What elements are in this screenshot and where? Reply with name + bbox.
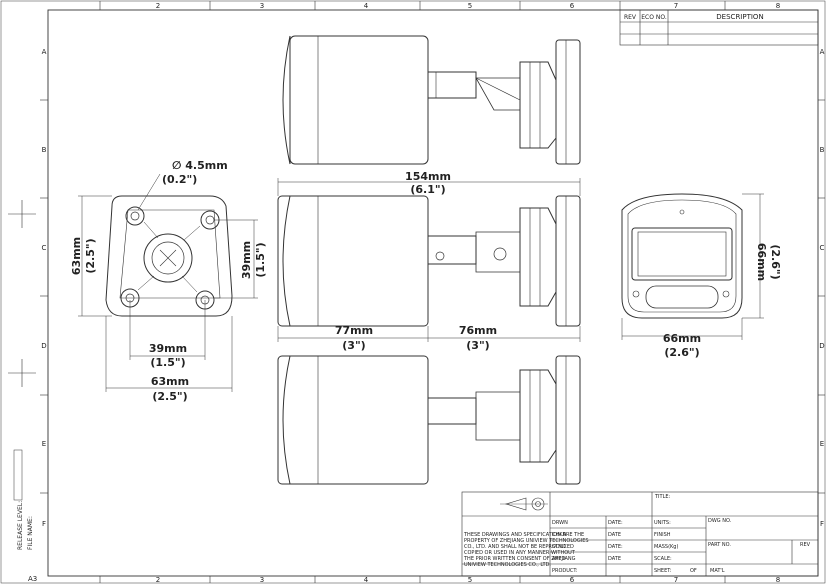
dim-overall-length-in: (6.1") (410, 183, 445, 196)
part-no-label: PART NO. (708, 542, 731, 548)
col-label: 5 (468, 576, 472, 584)
dim-front-height: 66mm (755, 243, 768, 281)
release-level-label: RELEASE LEVEL: (17, 501, 24, 550)
dimension-lines (78, 173, 764, 392)
eco-header: ECO NO. (641, 14, 667, 21)
col-label: 6 (570, 2, 575, 10)
drwn-label: DRWN (552, 520, 568, 526)
revision-table (619, 9, 819, 46)
notice-line: COPIED OR USED IN ANY MANNER WITHOUT (464, 550, 576, 556)
units-label: UNITS: (654, 520, 671, 526)
dim-base-height: 63mm (70, 237, 83, 275)
rev-label: REV (800, 542, 811, 548)
dim-hole-diameter-in: (0.2") (162, 173, 197, 186)
stnd-label: STND (552, 544, 566, 550)
notice-line: THESE DRAWINGS AND SPECIFICATION ARE THE (463, 532, 584, 538)
dim-bracket-length-in: (3") (466, 339, 489, 352)
sheet-label: SHEET: (654, 568, 672, 574)
row-label: B (820, 146, 825, 154)
col-label: 2 (156, 2, 160, 10)
camera-top-view (282, 35, 581, 165)
dim-front-width: 66mm (663, 332, 701, 345)
dim-hole-spacing-v-in: (1.5") (254, 242, 267, 277)
row-label: C (820, 244, 825, 252)
camera-side-view (277, 195, 581, 327)
date-label: DATE (608, 556, 621, 562)
col-label: 8 (776, 2, 780, 10)
rev-header: REV (624, 14, 637, 21)
row-label: D (819, 342, 824, 350)
notice-line: CO., LTD. AND SHALL NOT BE REPRODUCED (464, 544, 574, 550)
col-label: 3 (260, 2, 264, 10)
title-block (461, 491, 819, 577)
file-name-label: FILE NAME: (27, 516, 34, 550)
row-label: E (820, 440, 824, 448)
material-label: MAT'L (710, 568, 725, 574)
mass-label: MASS(Kg) (654, 544, 678, 550)
dim-housing-length-in: (3") (342, 339, 365, 352)
dim-overall-length: 154mm (405, 170, 451, 183)
date-label: DATE: (608, 520, 623, 526)
sheet-size-label: A3 (28, 575, 37, 583)
row-label: B (42, 146, 47, 154)
dim-base-width-in: (2.5") (152, 390, 187, 403)
col-label: 8 (776, 576, 780, 584)
row-label: C (42, 244, 47, 252)
finish-label: FINISH (654, 532, 671, 538)
row-label: F (820, 520, 824, 528)
front-face-view (621, 193, 743, 319)
base-plate-view (105, 195, 233, 317)
appd-label: APPD (552, 556, 565, 562)
description-header: DESCRIPTION (716, 13, 763, 21)
dim-hole-spacing-v: 39mm (240, 241, 253, 279)
product-label: PRODUCT: (552, 568, 578, 574)
dim-front-height-in: (2.6") (769, 244, 782, 279)
col-label: 2 (156, 576, 160, 584)
dim-hole-spacing-h: 39mm (149, 342, 187, 355)
camera-bottom-view (277, 355, 581, 485)
row-label: A (42, 48, 47, 56)
dwg-no-label: DWG NO. (708, 518, 732, 524)
col-label: 4 (364, 2, 369, 10)
notice-line: THE PRIOR WRITTEN CONSENT OF ZHEJIANG (463, 556, 576, 562)
sheet-of-label: OF (690, 568, 697, 574)
col-label: 4 (364, 576, 369, 584)
row-label: D (41, 342, 46, 350)
notice-line: UNIVIEW TECHNOLOGIES CO., LTD. (464, 562, 551, 568)
title-label: TITLE: (654, 494, 671, 500)
date-label: DATE: (608, 544, 623, 550)
dim-bracket-length: 76mm (459, 324, 497, 337)
chkd-label: CHKD (552, 532, 567, 538)
dim-front-width-in: (2.6") (664, 346, 699, 359)
scale-label: SCALE: (654, 556, 672, 562)
col-label: 5 (468, 2, 472, 10)
col-label: 7 (674, 576, 678, 584)
col-label: 3 (260, 576, 264, 584)
row-label: A (820, 48, 825, 56)
notice-line: PROPERTY OF ZHEJIANG UNIVIEW TECHNOLOGIE… (464, 538, 589, 544)
row-label: F (42, 520, 46, 528)
col-label: 7 (674, 2, 678, 10)
dim-hole-diameter: ∅ 4.5mm (172, 159, 228, 172)
date-label: DATE (608, 532, 621, 538)
row-label: E (42, 440, 46, 448)
dim-base-height-in: (2.5") (84, 238, 97, 273)
dim-housing-length: 77mm (335, 324, 373, 337)
col-label: 6 (570, 576, 575, 584)
dim-base-width: 63mm (151, 375, 189, 388)
dim-hole-spacing-h-in: (1.5") (150, 356, 185, 369)
